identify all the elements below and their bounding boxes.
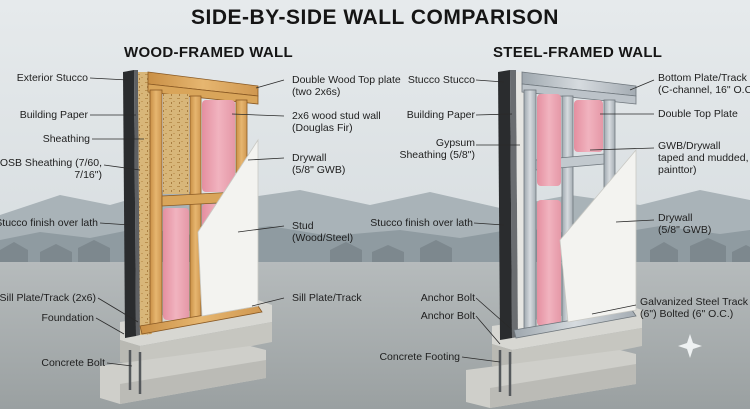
label-stucco-steel: Stucco Stucco [407, 74, 475, 86]
label-sill-plate-track: Sill Plate/Track [292, 292, 362, 304]
label-building-paper-steel: Building Paper [406, 109, 475, 121]
steel-wall-heading: STEEL-FRAMED WALL [493, 44, 663, 61]
wood-osb-sheathing [138, 72, 152, 335]
label-double-top-plate: Double Top Plate [658, 108, 738, 120]
label-stud: Stud (Wood/Steel) [292, 220, 354, 244]
wood-insulation-2 [163, 208, 189, 320]
label-building-paper-wood: Building Paper [19, 109, 88, 121]
houses-silhouette [0, 238, 750, 262]
label-stucco-finish-wood: Stucco finish over lath [0, 217, 98, 229]
label-stud-wall: 2x6 wood stud wall (Douglas Fir) [292, 110, 381, 134]
steel-anchor-bolts [498, 350, 512, 396]
label-sheathing: Sheathing [42, 133, 90, 145]
label-stucco-finish-steel: Stucco finish over lath [370, 217, 473, 229]
wood-concrete-bolts [128, 350, 142, 394]
sparkle-icon [678, 334, 702, 358]
wood-stud-1 [149, 89, 163, 329]
steel-stucco-layer [498, 70, 512, 340]
steel-insulation-2 [537, 200, 561, 326]
label-anchor-bolt-1: Anchor Bolt [420, 292, 475, 304]
label-exterior-stucco: Exterior Stucco [16, 72, 88, 84]
steel-drywall [559, 148, 637, 323]
label-osb-sheathing: OSB Sheathing (7/60, 7/16") [0, 157, 102, 181]
label-gwb-drywall: GWB/Drywall taped and mudded, painttor) [658, 140, 749, 176]
page-title: SIDE-BY-SIDE WALL COMPARISON [191, 6, 559, 29]
wood-stud-2 [189, 95, 202, 321]
label-concrete-bolt: Concrete Bolt [41, 357, 105, 369]
steel-stud-1 [523, 89, 537, 331]
steel-wall [466, 70, 642, 408]
wood-wall [100, 70, 272, 404]
label-anchor-bolt-2: Anchor Bolt [420, 310, 475, 322]
steel-gypsum-sheathing [516, 72, 526, 337]
label-gypsum-sheathing: Gypsum Sheathing (5/8") [399, 137, 475, 161]
label-sill-plate-wood: Sill Plate/Track (2x6) [0, 292, 96, 304]
label-concrete-footing: Concrete Footing [379, 351, 460, 363]
wood-drywall [197, 138, 259, 317]
label-bottom-plate-track: Bottom Plate/Track (C-channel, 16" O.C.) [658, 72, 750, 96]
leader-lines [89, 77, 655, 367]
wood-stucco-layer [123, 70, 136, 338]
wood-insulation-1 [163, 94, 189, 194]
label-drywall-wood: Drywall (5/8" GWB) [292, 152, 346, 176]
steel-insulation-1 [537, 94, 561, 186]
label-galvanized-track: Galvanized Steel Track (6") Bolted (6" O… [640, 296, 748, 320]
label-drywall-steel: Drywall (5/8" GWB) [658, 212, 712, 236]
wood-wall-heading: WOOD-FRAMED WALL [124, 44, 293, 61]
label-double-wood-top-plate: Double Wood Top plate (two 2x6s) [292, 74, 401, 98]
label-foundation: Foundation [41, 312, 94, 324]
